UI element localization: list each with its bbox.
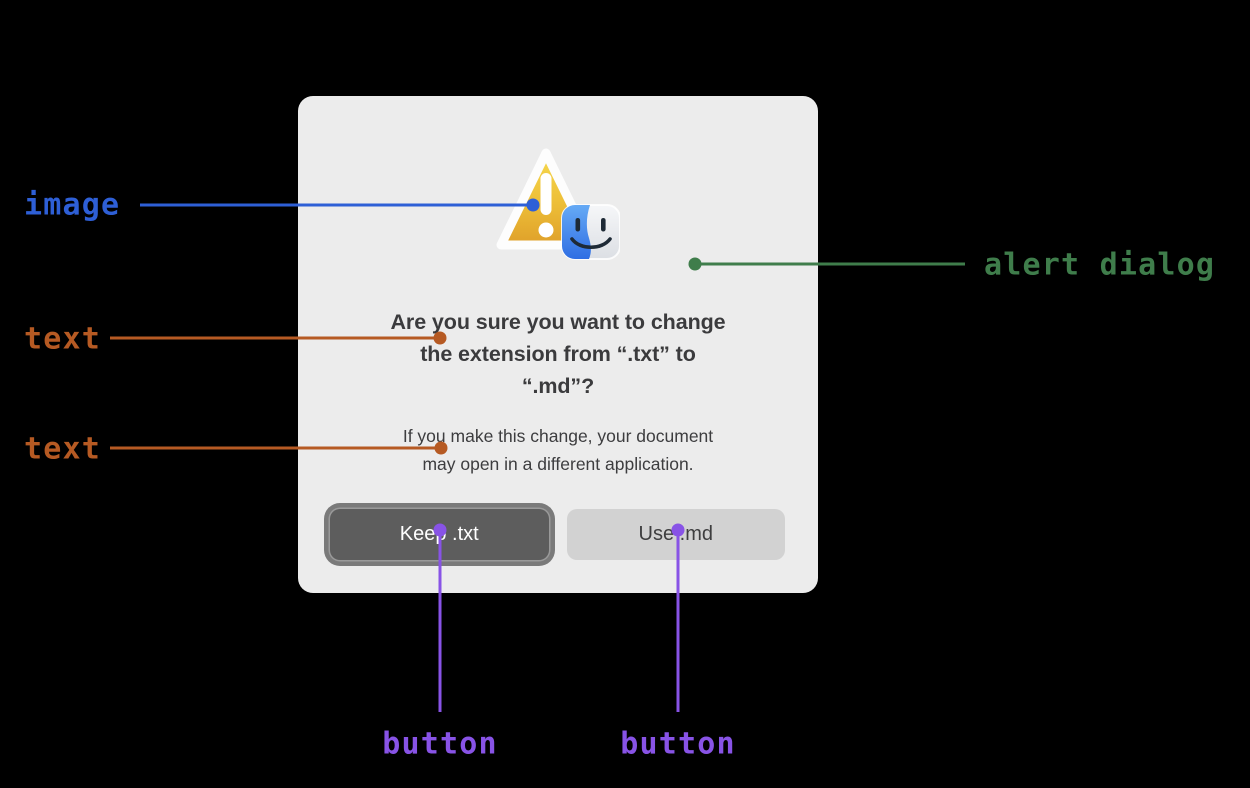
annotation-label-button: button <box>382 726 498 762</box>
annotation-line <box>676 530 680 712</box>
use-md-button[interactable]: Use .md <box>566 509 785 560</box>
dialog-button-row: Keep .txt Use .md <box>330 509 785 560</box>
dialog-title-line: “.md”? <box>521 374 595 398</box>
dialog-message-line: If you make this change, your document <box>402 426 714 446</box>
warning-image <box>496 146 621 260</box>
annotation-dot <box>433 331 447 345</box>
annotation-label-image: image <box>24 187 121 223</box>
annotation-line <box>140 203 533 207</box>
annotation-line <box>110 446 441 450</box>
annotation-line <box>695 262 965 266</box>
annotation-label-text: text <box>24 321 102 357</box>
dialog-message: If you make this change, your document m… <box>298 422 818 478</box>
annotation-dot <box>526 198 540 212</box>
annotation-line <box>438 530 442 712</box>
finder-face-icon <box>561 204 621 260</box>
alert-dialog: Are you sure you want to change the exte… <box>298 96 818 593</box>
annotation-label-button: button <box>620 726 736 762</box>
dialog-title: Are you sure you want to change the exte… <box>298 306 818 402</box>
annotation-dot <box>434 441 448 455</box>
annotation-label-alert-dialog: alert dialog <box>984 247 1216 283</box>
annotation-line <box>110 336 440 340</box>
dialog-title-line: Are you sure you want to change <box>390 310 726 334</box>
dialog-message-line: may open in a different application. <box>422 454 694 474</box>
caution-triangle-icon <box>496 148 621 260</box>
annotation-label-text: text <box>24 431 102 467</box>
dialog-title-line: the extension from “.txt” to <box>420 342 696 366</box>
